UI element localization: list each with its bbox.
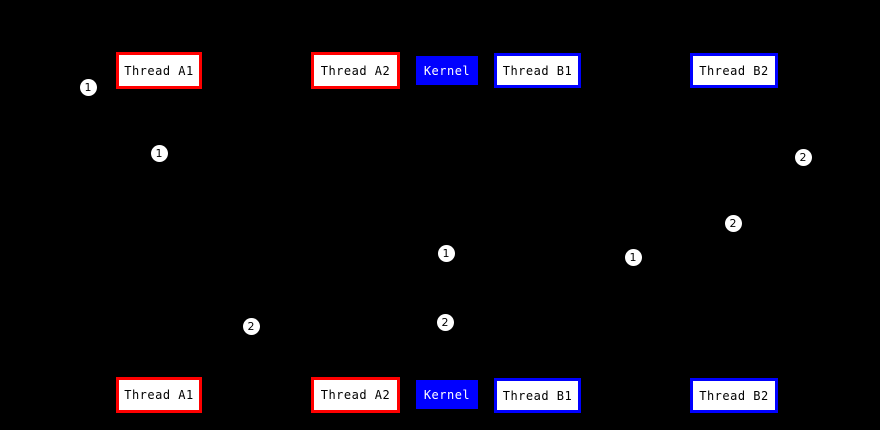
- participant-label: Thread A1: [124, 388, 194, 402]
- lifeline-thread-b2: [734, 88, 735, 378]
- participant-label: Thread A1: [124, 63, 194, 78]
- participant-label: Thread B1: [502, 63, 573, 78]
- lifeline-thread-a2: [355, 89, 356, 377]
- sequence-marker-1: 1: [79, 78, 97, 96]
- sequence-marker-1: 1: [624, 248, 642, 266]
- sequence-marker-2: 2: [242, 317, 260, 335]
- participant-label: Thread B2: [699, 388, 769, 403]
- lifeline-kernel: [447, 85, 448, 380]
- participant-top-thread-b2[interactable]: Thread B2: [690, 53, 778, 88]
- participant-top-kernel[interactable]: Kernel: [416, 56, 478, 85]
- participant-label: Thread B2: [699, 63, 769, 78]
- participant-label: Kernel: [423, 387, 471, 402]
- participant-bottom-thread-a1[interactable]: Thread A1: [116, 377, 202, 413]
- participant-bottom-thread-b2[interactable]: Thread B2: [690, 378, 778, 413]
- participant-label: Thread A2: [320, 63, 391, 78]
- participant-label: Thread A2: [320, 388, 391, 402]
- lifeline-thread-a1: [159, 89, 160, 377]
- participant-bottom-thread-a2[interactable]: Thread A2: [311, 377, 400, 413]
- lifeline-thread-b1: [537, 88, 538, 378]
- participant-label: Kernel: [423, 63, 471, 78]
- participant-bottom-kernel[interactable]: Kernel: [416, 380, 478, 409]
- sequence-marker-1: 1: [437, 244, 455, 262]
- participant-top-thread-b1[interactable]: Thread B1: [494, 53, 581, 88]
- sequence-marker-1: 1: [150, 144, 168, 162]
- sequence-marker-2: 2: [724, 214, 742, 232]
- participant-bottom-thread-b1[interactable]: Thread B1: [494, 378, 581, 413]
- sequence-marker-2: 2: [436, 313, 454, 331]
- participant-top-thread-a2[interactable]: Thread A2: [311, 52, 400, 89]
- sequence-marker-2: 2: [794, 148, 812, 166]
- participant-top-thread-a1[interactable]: Thread A1: [116, 52, 202, 89]
- participant-label: Thread B1: [502, 388, 573, 403]
